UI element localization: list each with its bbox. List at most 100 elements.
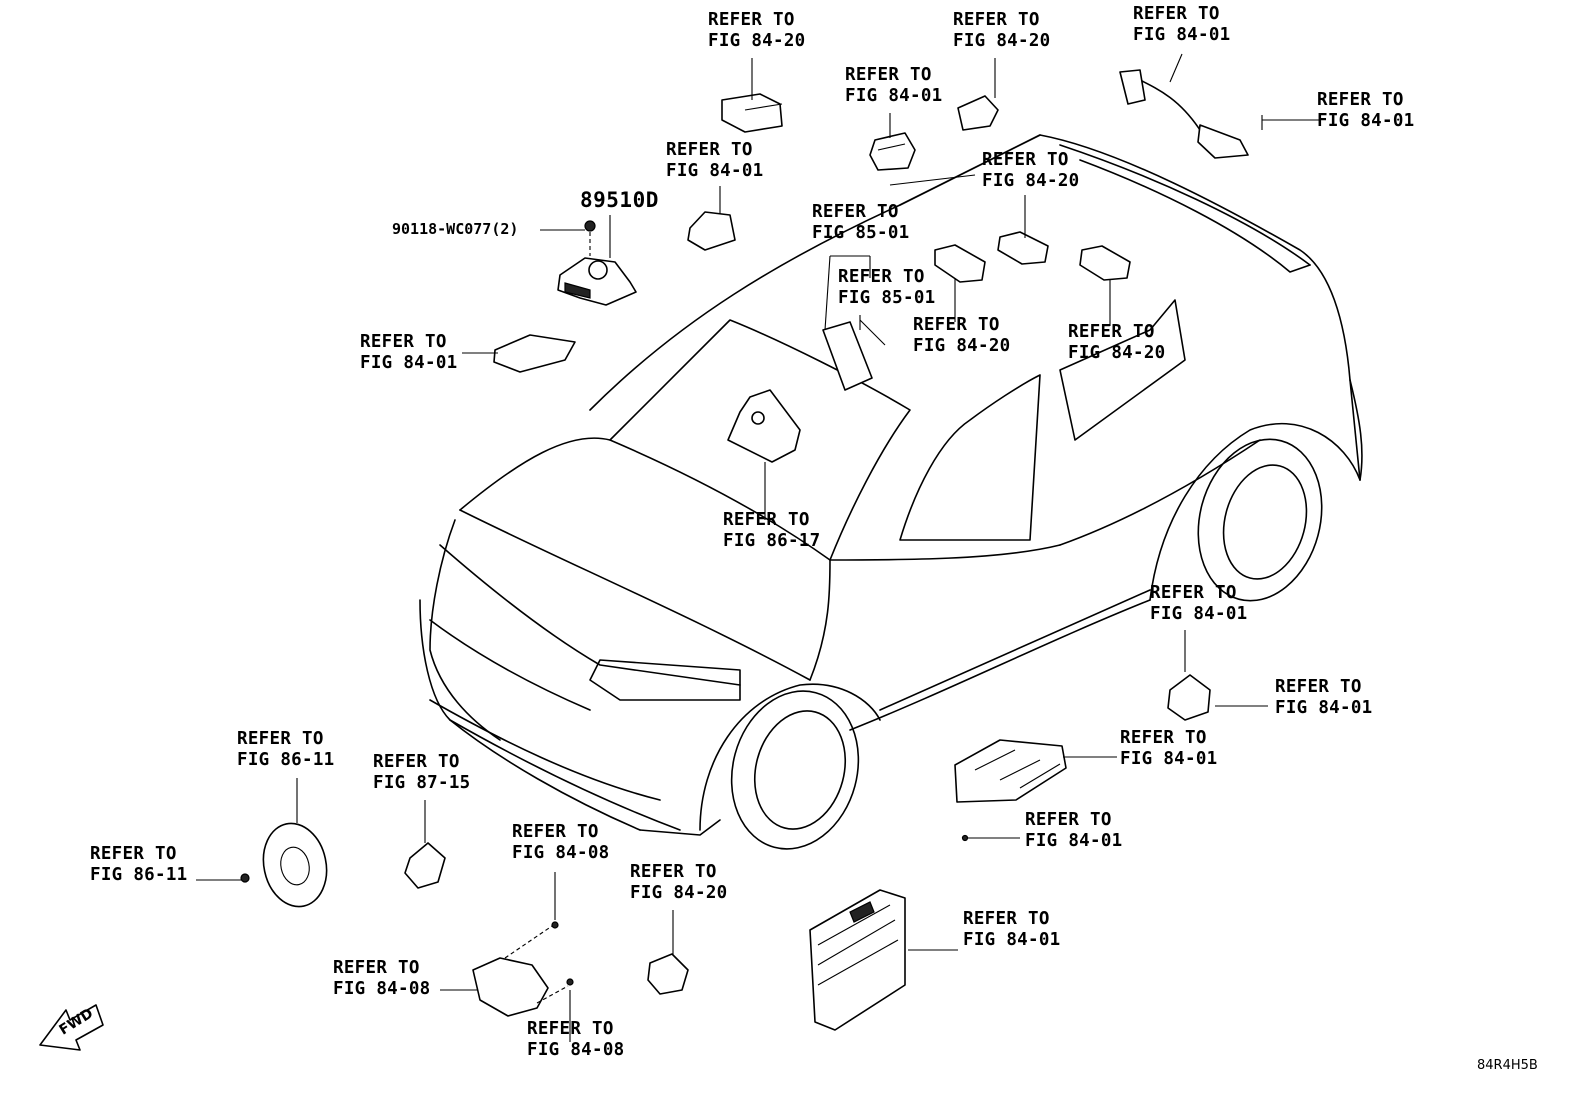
callout-line2: FIG 84-20 xyxy=(708,31,806,51)
callout-line1: REFER TO xyxy=(373,752,460,772)
callout-line2: FIG 86-17 xyxy=(723,531,821,551)
fwd-arrow-icon xyxy=(39,1004,104,1051)
callout-line2: FIG 84-01 xyxy=(1317,111,1415,131)
callout-line2: FIG 84-01 xyxy=(360,353,458,373)
callout-line1: REFER TO xyxy=(90,844,177,864)
callout-line2: FIG 85-01 xyxy=(812,223,910,243)
callout-line2: FIG 86-11 xyxy=(237,750,335,770)
connector-part xyxy=(687,211,736,251)
diagram-code: 84R4H5B xyxy=(1477,1058,1538,1073)
bcm-part xyxy=(809,889,906,1031)
callout-line2: FIG 84-20 xyxy=(953,31,1051,51)
callout-line2: FIG 84-01 xyxy=(1120,749,1218,769)
callout-line2: FIG 84-01 xyxy=(1133,25,1231,45)
bracket-part xyxy=(727,389,801,463)
callout-line2: FIG 84-01 xyxy=(845,86,943,106)
callout-line1: REFER TO xyxy=(666,140,753,160)
callout-line1: REFER TO xyxy=(333,958,420,978)
switch-part xyxy=(1167,674,1211,721)
relay-part xyxy=(957,95,999,131)
callout-line1: REFER TO xyxy=(1068,322,1155,342)
callout-line2: FIG 84-08 xyxy=(333,979,431,999)
callout-line1: REFER TO xyxy=(1275,677,1362,697)
curtain-part xyxy=(822,319,886,391)
callout-line2: FIG 84-20 xyxy=(1068,343,1166,363)
callout-line2: FIG 84-01 xyxy=(1025,831,1123,851)
connector-part xyxy=(721,93,783,133)
callout-line1: REFER TO xyxy=(913,315,1000,335)
window-switch-part xyxy=(954,739,1067,842)
callout-line2: FIG 84-20 xyxy=(982,171,1080,191)
callout-line1: REFER TO xyxy=(1150,583,1237,603)
vehicle-outline xyxy=(419,134,1363,850)
callout-line1: REFER TO xyxy=(708,10,795,30)
callout-line1: REFER TO xyxy=(723,510,810,530)
callout-line2: FIG 84-01 xyxy=(666,161,764,181)
ecu-part xyxy=(472,921,574,1017)
callout-line2: FIG 85-01 xyxy=(838,288,936,308)
callout-line2: FIG 84-01 xyxy=(1150,604,1248,624)
callout-line1: REFER TO xyxy=(630,862,717,882)
callout-line2: FIG 84-08 xyxy=(527,1040,625,1060)
sensor-part xyxy=(1079,245,1131,281)
callout-line1: REFER TO xyxy=(1133,4,1220,24)
bolt-part xyxy=(584,220,596,256)
callout-line1: REFER TO xyxy=(1120,728,1207,748)
callout-line1: REFER TO xyxy=(963,909,1050,929)
sensor-part xyxy=(404,842,446,889)
callout-line1: REFER TO xyxy=(838,267,925,287)
sensor-part xyxy=(934,244,986,283)
part-number-module: 89510D xyxy=(580,188,659,212)
sensor-part xyxy=(647,953,689,995)
callout-line2: FIG 86-11 xyxy=(90,865,188,885)
horn-part xyxy=(240,822,328,908)
callout-line2: FIG 84-20 xyxy=(913,336,1011,356)
callout-line1: REFER TO xyxy=(845,65,932,85)
callout-line1: REFER TO xyxy=(812,202,899,222)
module-89510d xyxy=(557,257,637,306)
callout-line2: FIG 84-01 xyxy=(1275,698,1373,718)
callout-line2: FIG 84-01 xyxy=(963,930,1061,950)
callout-line1: REFER TO xyxy=(982,150,1069,170)
callout-line1: REFER TO xyxy=(237,729,324,749)
callout-line1: REFER TO xyxy=(953,10,1040,30)
callout-line2: FIG 84-08 xyxy=(512,843,610,863)
part-number-bolt: 90118-WC077(2) xyxy=(392,220,519,238)
callout-line1: REFER TO xyxy=(1317,90,1404,110)
sensor-part xyxy=(869,132,916,171)
cable-part xyxy=(1119,69,1249,159)
callout-line1: REFER TO xyxy=(527,1019,614,1039)
callout-line2: FIG 84-20 xyxy=(630,883,728,903)
callout-line1: REFER TO xyxy=(1025,810,1112,830)
sensor-part xyxy=(997,231,1049,265)
leader-lines xyxy=(196,53,1320,1042)
callout-line1: REFER TO xyxy=(360,332,447,352)
callout-line1: REFER TO xyxy=(512,822,599,842)
